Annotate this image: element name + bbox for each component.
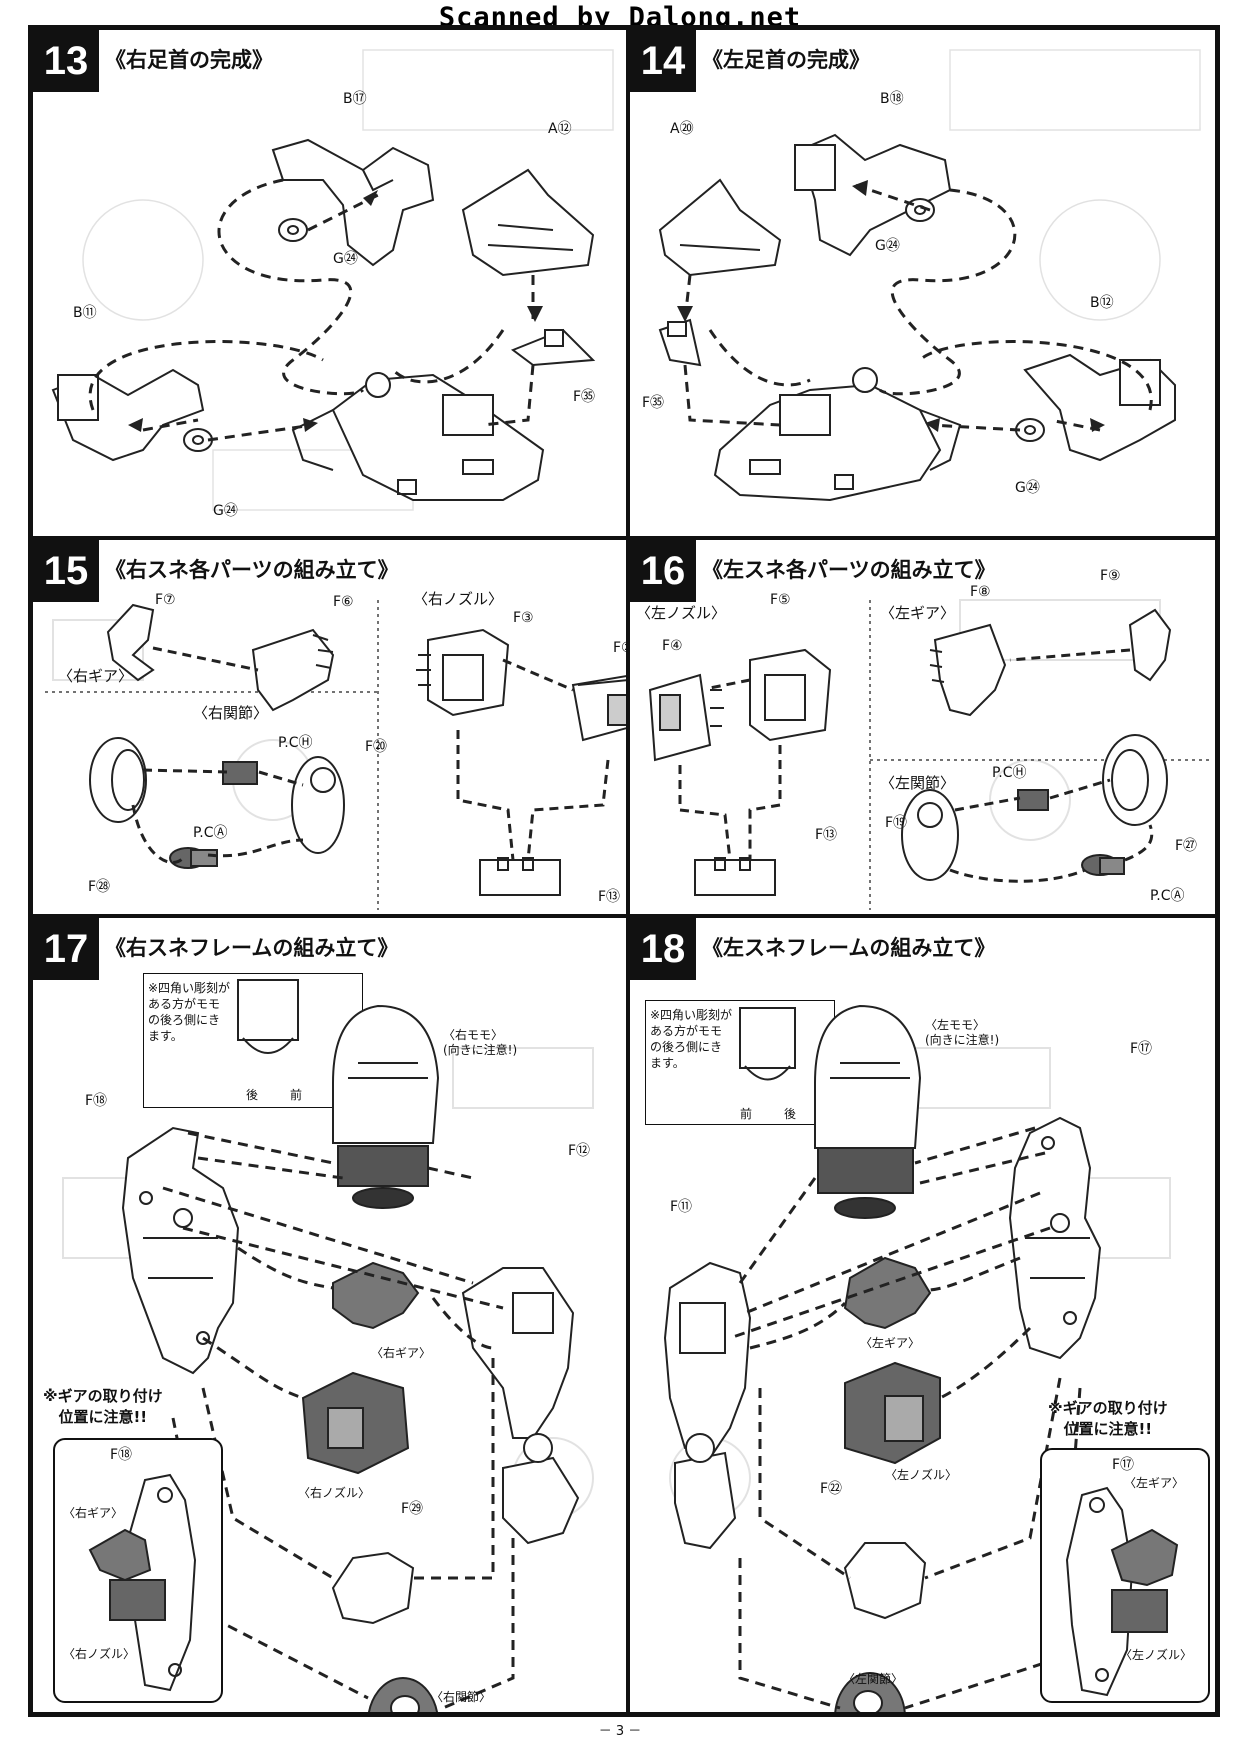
label-front: 前 (740, 1107, 753, 1121)
step-18-panel: 18 《左スネフレームの組み立て》 ※四角い彫刻が ある方がモモ の後ろ側にき … (628, 916, 1217, 1714)
label-pch: P.CⒽ (992, 765, 1027, 781)
label-f29: F㉙ (401, 1501, 424, 1517)
inset-label-f18: F⑱ (110, 1447, 133, 1463)
left-shin-frame-diagram (663, 1004, 1171, 1712)
label-f35: F㉟ (573, 389, 596, 405)
step-number: 14 (630, 30, 696, 92)
label-f13: F⑬ (598, 889, 621, 905)
label-right-joint: 〈右関節〉 (431, 1690, 492, 1704)
right-shin-parts-diagram (45, 600, 626, 910)
step-number: 13 (33, 30, 99, 92)
inset-diagram (1065, 1486, 1179, 1697)
label-left-joint: 〈左関節〉 (880, 774, 956, 792)
inset-diagram (88, 1473, 197, 1692)
label-f28: F㉘ (88, 879, 111, 895)
label-right-nozzle: 〈右ノズル〉 (413, 590, 504, 608)
label-f17: F⑰ (1130, 1041, 1153, 1057)
step-number: 16 (630, 540, 696, 602)
step-title: 《左足首の完成》 (702, 48, 870, 72)
label-right-gear: 〈右ギア〉 (371, 1346, 432, 1360)
label-f35: F㉟ (642, 395, 665, 411)
gear-position-inset: F⑱ 〈右ギア〉 〈右ノズル〉 (53, 1438, 223, 1703)
label-g24: G㉔ (333, 251, 358, 267)
label-left-thigh: 〈左モモ〉 (向きに注意!) (925, 1018, 1000, 1047)
orientation-note: ※四角い彫刻が ある方がモモ の後ろ側にき ます。 前 後 (645, 1000, 835, 1125)
label-f27: F㉗ (1175, 838, 1198, 854)
label-f20: F⑳ (365, 739, 388, 755)
label-left-nozzle: 〈左ノズル〉 (885, 1468, 958, 1482)
label-right-gear: 〈右ギア〉 (58, 667, 134, 685)
step-number: 17 (33, 918, 99, 980)
step-title: 《右スネフレームの組み立て》 (105, 936, 399, 960)
label-f7: F⑦ (155, 592, 176, 608)
label-b17: B⑰ (343, 91, 367, 107)
label-right-joint: 〈右関節〉 (193, 704, 269, 722)
label-left-joint: 〈左関節〉 (843, 1672, 904, 1686)
label-b11: B⑪ (73, 305, 97, 321)
label-right-thigh: 〈右モモ〉 (向きに注意!) (443, 1028, 518, 1057)
gear-position-note: ※ギアの取り付け 位置に注意!! (1048, 1399, 1168, 1438)
page-number: － 3 － (598, 1724, 642, 1739)
right-shin-frame-diagram (62, 979, 594, 1712)
step-title: 《左スネフレームの組み立て》 (702, 936, 996, 960)
inset-label-right-nozzle: 〈右ノズル〉 (63, 1647, 136, 1661)
label-f22: F㉒ (820, 1481, 843, 1497)
step-number: 18 (630, 918, 696, 980)
step-15-panel: 15 《右スネ各パーツの組み立て》 (31, 538, 628, 916)
step-17-panel: 17 《右スネフレームの組み立て》 ※四角い彫刻が ある方がモモ の後ろ側にき … (31, 916, 628, 1714)
left-ankle-diagram (658, 49, 1201, 502)
right-ankle-diagram (51, 49, 614, 511)
inset-label-right-gear: 〈右ギア〉 (63, 1506, 124, 1520)
label-back: 後 (246, 1088, 259, 1102)
label-a20: A⑳ (670, 121, 694, 137)
label-b12: B⑫ (1090, 295, 1114, 311)
label-a12: A⑫ (548, 121, 572, 137)
label-pca: P.CⒶ (1150, 888, 1185, 904)
label-left-gear: 〈左ギア〉 (880, 604, 956, 622)
label-b18: B⑱ (880, 91, 904, 107)
label-f12: F⑫ (568, 1143, 591, 1159)
step-13-panel: 13 《右足首の完成》 (31, 28, 628, 538)
step-title: 《左スネ各パーツの組み立て》 (702, 558, 996, 582)
orientation-note-text: ※四角い彫刻が ある方がモモ の後ろ側にき ます。 (650, 1008, 733, 1070)
gear-position-inset: F⑰ 〈左ギア〉 〈左ノズル〉 (1040, 1448, 1210, 1703)
label-f5: F⑤ (770, 592, 791, 608)
label-f13: F⑬ (815, 827, 838, 843)
label-f2: F② (613, 640, 626, 656)
label-f19: F⑲ (885, 815, 908, 831)
step-title: 《右足首の完成》 (105, 48, 273, 72)
label-left-gear: 〈左ギア〉 (860, 1336, 921, 1350)
inset-label-left-gear: 〈左ギア〉 (1124, 1476, 1185, 1490)
label-g24: G㉔ (213, 503, 238, 519)
label-g24: G㉔ (1015, 480, 1040, 496)
label-pca: P.CⒶ (193, 825, 228, 841)
label-g24: G㉔ (875, 238, 900, 254)
step-number: 15 (33, 540, 99, 602)
inset-label-left-nozzle: 〈左ノズル〉 (1120, 1648, 1193, 1662)
instruction-sheet: 13 《右足首の完成》 (28, 25, 1220, 1717)
label-pch: P.CⒽ (278, 735, 313, 751)
orientation-note-text: ※四角い彫刻が ある方がモモ の後ろ側にき ます。 (148, 981, 231, 1043)
step-14-panel: 14 《左足首の完成》 (628, 28, 1217, 538)
label-f3: F③ (513, 610, 534, 626)
label-f8: F⑧ (970, 584, 991, 600)
label-f4: F④ (662, 638, 683, 654)
label-f9: F⑨ (1100, 568, 1121, 584)
label-f18: F⑱ (85, 1093, 108, 1109)
label-left-nozzle: 〈左ノズル〉 (636, 604, 727, 622)
label-right-nozzle: 〈右ノズル〉 (298, 1486, 371, 1500)
label-f11: F⑪ (670, 1199, 693, 1215)
label-f6: F⑥ (333, 594, 354, 610)
label-back: 後 (784, 1107, 797, 1121)
step-title: 《右スネ各パーツの組み立て》 (105, 558, 399, 582)
label-front: 前 (290, 1088, 303, 1102)
step-16-panel: 16 《左スネ各パーツの組み立て》 (628, 538, 1217, 916)
inset-label-f17: F⑰ (1112, 1457, 1135, 1473)
gear-position-note: ※ギアの取り付け 位置に注意!! (43, 1387, 163, 1426)
left-shin-parts-diagram (648, 599, 1210, 910)
